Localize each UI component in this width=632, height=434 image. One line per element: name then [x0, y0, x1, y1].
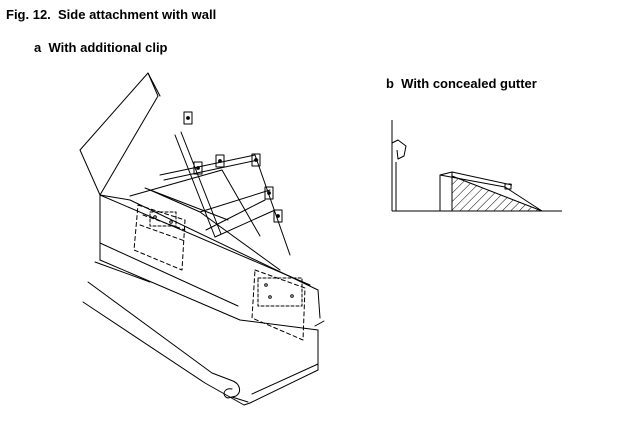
- caption-part-a: a With additional clip: [34, 40, 168, 55]
- drawing-b-concealed-gutter: [392, 120, 562, 211]
- clip-plate-left: [134, 205, 185, 270]
- additional-clip-frame: [130, 132, 290, 270]
- clip-plate-right: [252, 270, 305, 340]
- wall-flashing: [80, 73, 160, 260]
- wall-flashing-hook: [392, 140, 406, 159]
- concealed-gutter-hatch: [452, 176, 542, 211]
- clip-tabs: [184, 112, 282, 222]
- side-gutter: [83, 195, 324, 405]
- drawing-a-side-attachment: [80, 73, 324, 405]
- caption-part-b: b With concealed gutter: [386, 76, 537, 91]
- figure-title: Fig. 12. Side attachment with wall: [6, 7, 217, 22]
- gutter-upstand: [440, 172, 452, 211]
- gutter-clip: [505, 184, 511, 189]
